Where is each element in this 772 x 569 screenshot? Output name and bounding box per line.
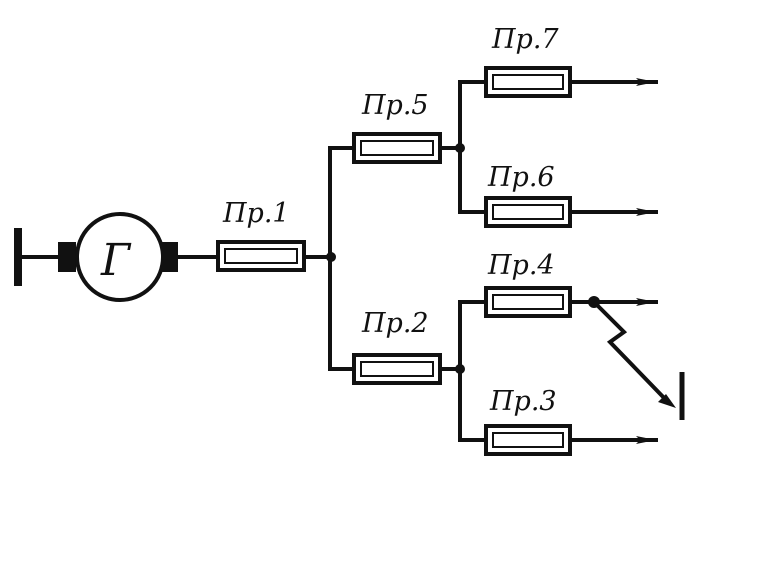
fuse-pr6-label: Пр.6 [487, 162, 555, 193]
fuse-pr7: Пр.7 [484, 24, 572, 98]
fuse-pr1: Пр.1 [216, 198, 306, 272]
upper-node [455, 143, 465, 153]
fuse-pr3-label: Пр.3 [489, 386, 557, 417]
fuse-pr2: Пр.2 [352, 308, 442, 385]
fuse-pr4-element [492, 294, 564, 310]
fuse-pr7-body [484, 66, 572, 98]
shaft-end-plate [14, 228, 22, 286]
fuse-pr2-element [360, 361, 434, 377]
fuse-pr3-element [492, 432, 564, 448]
fuse-pr6: Пр.6 [484, 162, 572, 228]
fuse-pr4-label: Пр.4 [487, 250, 555, 281]
left-coupling [58, 242, 76, 272]
fuse-pr5-label: Пр.5 [361, 90, 429, 121]
right-coupling [162, 242, 178, 272]
short-circuit-fault [592, 300, 685, 420]
fuse-pr5: Пр.5 [352, 90, 442, 164]
fuse-pr2-body [352, 353, 442, 385]
fuse-pr4: Пр.4 [484, 250, 572, 318]
fuse-pr7-label: Пр.7 [491, 24, 559, 55]
fuse-pr5-body [352, 132, 442, 164]
fuse-pr4-body [484, 286, 572, 318]
fuse-pr3: Пр.3 [484, 386, 572, 456]
main-node [326, 252, 336, 262]
fault-zigzag [592, 300, 670, 404]
fault-arrowhead [658, 394, 676, 408]
fuse-pr5-element [360, 140, 434, 156]
fuse-pr1-body [216, 240, 306, 272]
fuse-pr1-label: Пр.1 [222, 198, 290, 229]
fuse-pr2-label: Пр.2 [361, 308, 429, 339]
fuse-pr1-element [224, 248, 298, 264]
generator: Г [14, 212, 178, 302]
fuse-pr6-element [492, 204, 564, 220]
lower-node [455, 364, 465, 374]
fuse-pr6-body [484, 196, 572, 228]
fuse-pr7-element [492, 74, 564, 90]
fuse-pr3-body [484, 424, 572, 456]
generator-label: Г [100, 235, 132, 286]
wiring [176, 78, 658, 444]
